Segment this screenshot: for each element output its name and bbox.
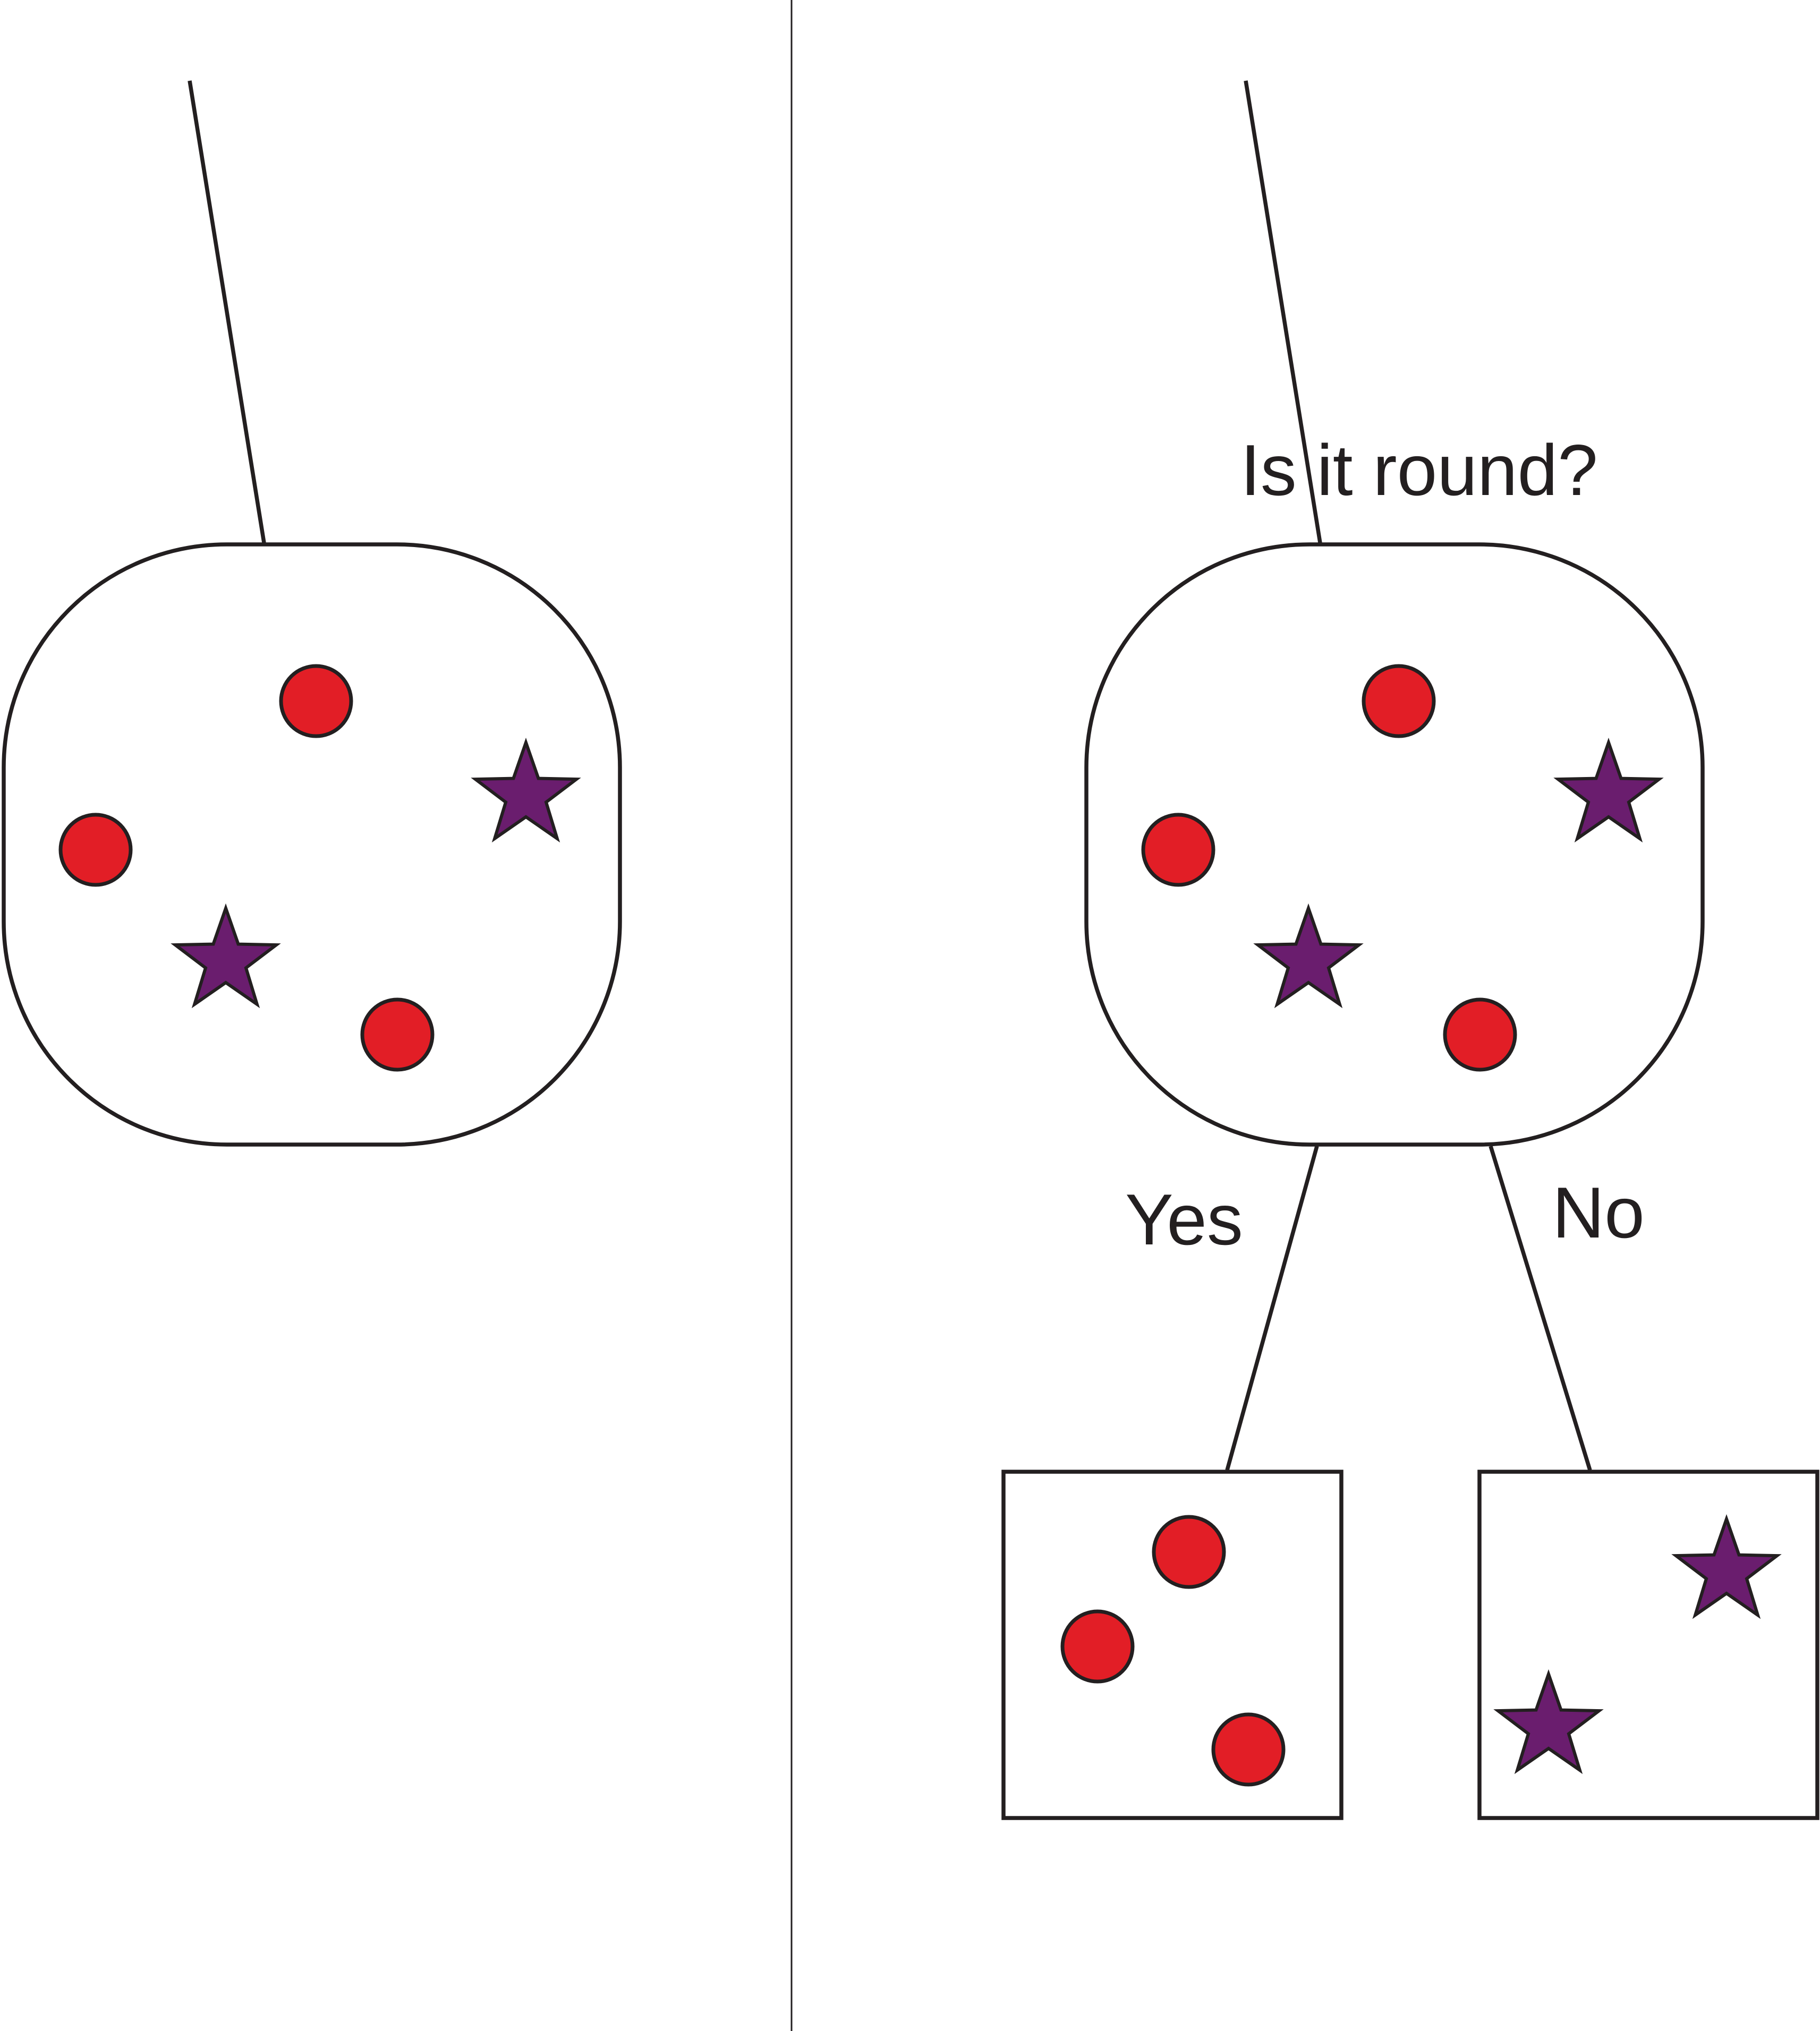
root-node-items [1141,664,1664,1072]
red-circle-icon [1141,813,1215,887]
left-incoming-branch [188,80,266,543]
yes-label: Yes [1125,1179,1243,1260]
red-circle-icon [360,997,435,1072]
right-panel: Is it round? Yes No [1001,80,1819,1820]
no-branch [1489,1145,1592,1471]
yes-leaf-items [1060,1515,1286,1787]
left-panel [2,80,622,1147]
no-leaf-items [1493,1514,1782,1774]
red-circle-icon [58,813,133,887]
purple-star-icon [471,737,581,843]
question-label: Is it round? [1240,430,1598,510]
purple-star-icon [1253,903,1364,1009]
root-node-box [1084,542,1705,1147]
no-leaf-box [1477,1470,1819,1820]
red-circle-icon [279,664,353,738]
no-label: No [1552,1172,1645,1253]
red-circle-icon [1211,1712,1286,1787]
yes-branch [1225,1145,1319,1471]
purple-star-icon [171,903,281,1009]
purple-star-icon [1493,1669,1604,1774]
red-circle-icon [1060,1609,1135,1684]
root-incoming-branch [1244,80,1322,543]
purple-star-icon [1671,1514,1782,1619]
left-node-items [58,664,581,1072]
red-circle-icon [1443,997,1517,1072]
left-node-box [2,542,622,1147]
red-circle-icon [1152,1515,1226,1589]
purple-star-icon [1553,737,1664,843]
red-circle-icon [1362,664,1436,738]
